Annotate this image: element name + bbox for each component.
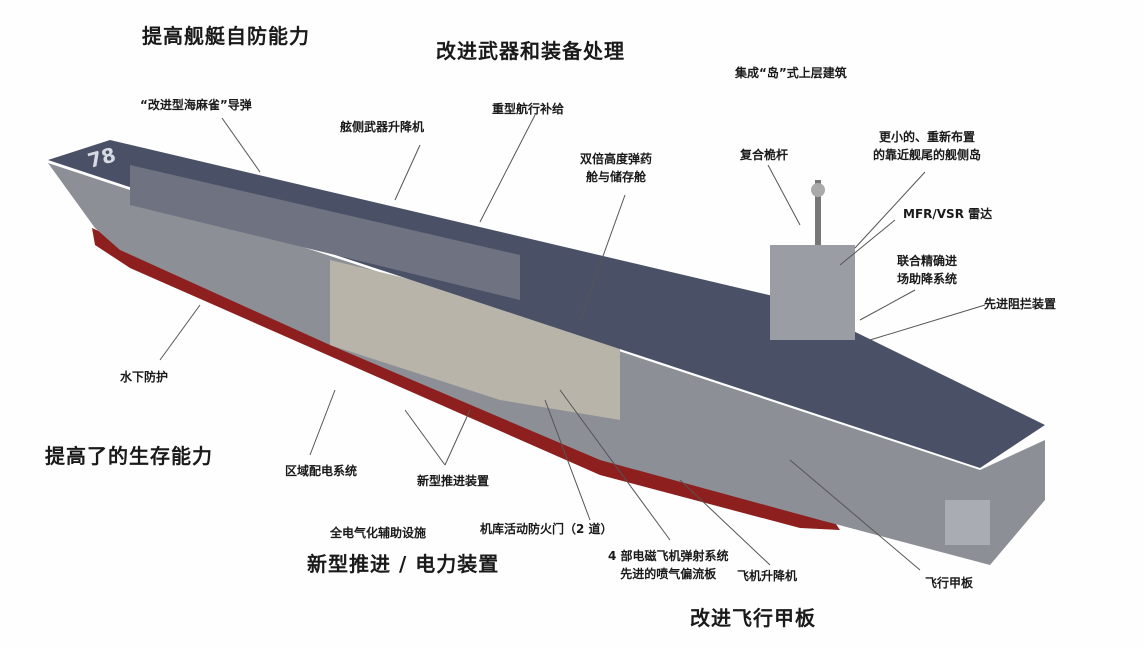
label-fire-doors: 机库活动防火门（2 道） bbox=[480, 522, 613, 536]
label-smaller-island-line1: 更小的、重新布置 bbox=[879, 130, 976, 144]
label-magazine-line2: 舱与储存舱 bbox=[586, 170, 647, 184]
label-replenishment: 重型航行补给 bbox=[492, 102, 565, 116]
label-jpals: 联合精确进 场助降系统 bbox=[897, 252, 957, 288]
label-mast: 复合桅杆 bbox=[740, 148, 789, 162]
label-smaller-island-line2: 的靠近舰尾的舰侧岛 bbox=[873, 148, 982, 162]
label-underwater-protection: 水下防护 bbox=[120, 370, 169, 384]
label-deck: 飞行甲板 bbox=[925, 576, 974, 590]
heading-weapons-handling: 改进武器和装备处理 bbox=[436, 39, 625, 63]
label-smaller-island: 更小的、重新布置 的靠近舰尾的舰侧岛 bbox=[873, 128, 981, 164]
heading-propulsion-power: 新型推进 / 电力装置 bbox=[307, 552, 500, 576]
label-aircraft-elevator: 飞机升降机 bbox=[737, 569, 798, 583]
heading-self-defense: 提高舰艇自防能力 bbox=[142, 24, 310, 48]
radar-dome bbox=[811, 183, 825, 197]
label-arresting-gear: 先进阻拦装置 bbox=[984, 297, 1057, 311]
label-magazine-line1: 双倍高度弹药 bbox=[580, 152, 653, 166]
label-electric-aux: 全电气化辅助设施 bbox=[330, 526, 427, 540]
heading-survivability: 提高了的生存能力 bbox=[45, 444, 213, 468]
label-new-propulsion: 新型推进装置 bbox=[417, 474, 490, 488]
label-emals-line1: 4 部电磁飞机弹射系统 bbox=[608, 549, 729, 563]
label-weapons-elevator: 舷侧武器升降机 bbox=[340, 120, 425, 134]
label-magazine: 双倍高度弹药 舱与储存舱 bbox=[580, 150, 652, 186]
leader-lines bbox=[159, 114, 986, 571]
label-jpals-line2: 场助降系统 bbox=[897, 272, 958, 286]
stern-gear bbox=[945, 500, 990, 545]
hangar-cutaway bbox=[330, 260, 620, 420]
label-jpals-line1: 联合精确进 bbox=[897, 254, 958, 268]
label-emals: 4 部电磁飞机弹射系统 先进的喷气偏流板 bbox=[608, 547, 729, 583]
label-radar: MFR/VSR 雷达 bbox=[903, 207, 993, 221]
label-blast-deflector: 先进的喷气偏流板 bbox=[620, 567, 717, 581]
deck-cutaway bbox=[130, 165, 520, 300]
label-zonal-power: 区域配电系统 bbox=[285, 464, 358, 478]
label-island: 集成“岛”式上层建筑 bbox=[735, 66, 847, 80]
label-sea-sparrow: “改进型海麻雀”导弹 bbox=[140, 98, 252, 112]
island-structure bbox=[770, 245, 855, 340]
heading-flight-deck: 改进飞行甲板 bbox=[690, 606, 816, 630]
